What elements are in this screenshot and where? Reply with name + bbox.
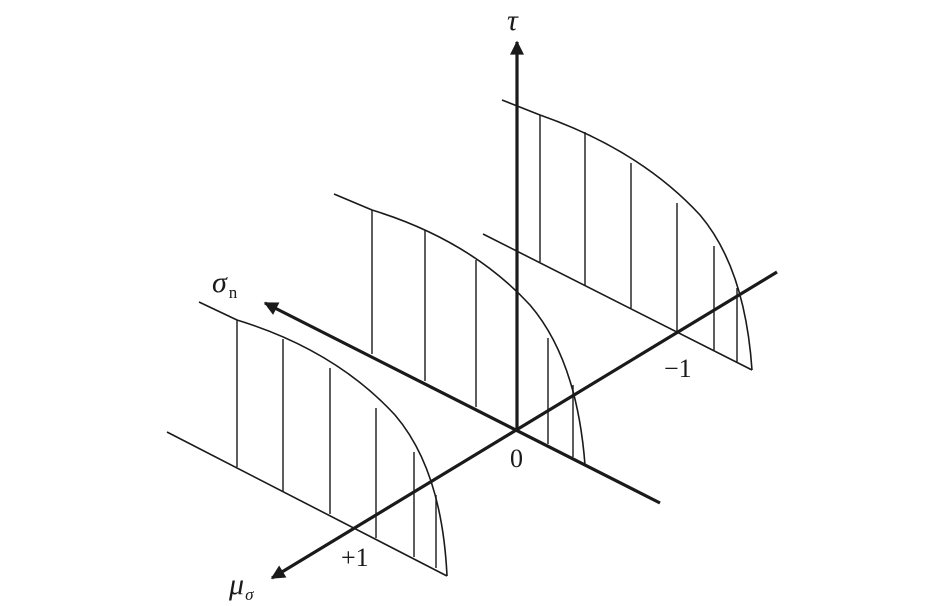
sigma-subscript: n — [229, 283, 238, 302]
panel-zero — [333, 193, 586, 466]
panel-minus-one-curve — [539, 114, 753, 371]
panel-zero-base-tail — [516, 429, 586, 466]
panel-zero-curve — [371, 209, 586, 466]
panel-minus-one-base-line — [482, 233, 753, 371]
panel-zero-top-edge — [333, 193, 373, 211]
panel-plus-one-base-line — [166, 431, 448, 577]
minus-one-tick-label: −1 — [664, 354, 692, 383]
plus-one-tick-label: +1 — [341, 543, 369, 572]
panel-plus-one-curve — [236, 319, 448, 577]
panel-minus-one — [482, 99, 753, 371]
mu-symbol: μ — [228, 568, 244, 601]
tau-label: τ — [507, 4, 519, 37]
sigma-n-axis — [263, 301, 661, 505]
origin-label: 0 — [510, 444, 523, 473]
mu-sigma-axis — [270, 270, 778, 580]
sigma-symbol: σ — [212, 266, 228, 299]
panel-plus-one — [166, 301, 448, 577]
mu-sigma-label: μσ — [228, 568, 254, 604]
panel-plus-one-top-edge — [198, 301, 238, 321]
mu-subscript: σ — [245, 585, 254, 604]
panel-minus-one-top-edge — [501, 99, 541, 116]
